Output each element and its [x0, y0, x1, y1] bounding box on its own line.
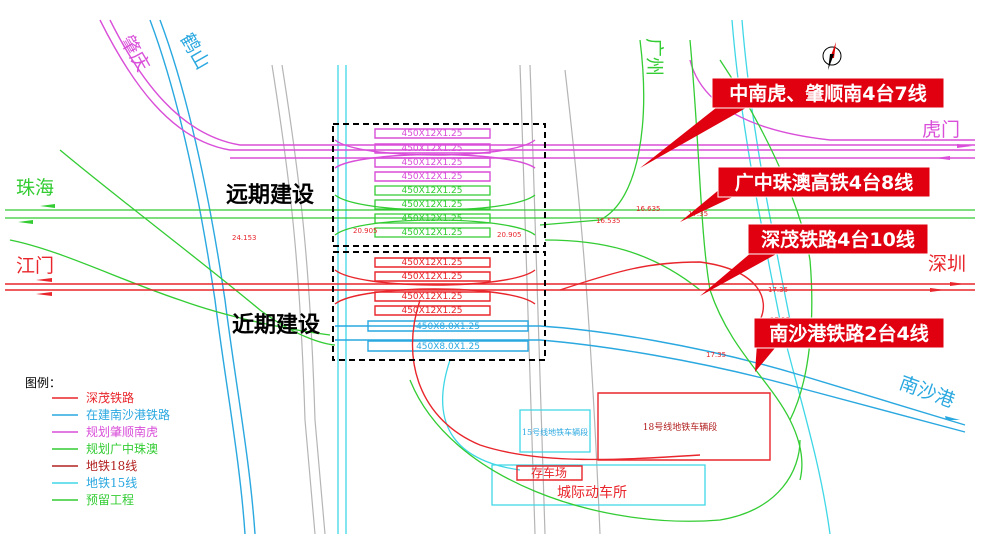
callout-4: 南沙港铁路2台4线	[753, 317, 945, 349]
near-phase-label: 近期建设	[232, 312, 320, 338]
annotation: 17.35	[688, 210, 708, 218]
metro15-depot-label: 15号线地铁车辆段	[522, 427, 588, 437]
city-label-humen: 虎门	[922, 119, 960, 141]
annotation: 24.153	[232, 234, 257, 242]
city-label-zhuhai: 珠海	[16, 177, 54, 199]
far-phase-box	[332, 123, 546, 247]
city-label-shenzhen: 深圳	[928, 253, 966, 275]
storage-yard-label: 存车场	[531, 465, 567, 480]
callout-3: 深茂铁路4台10线	[747, 223, 929, 255]
platform-label: 450X12X1.25	[401, 228, 462, 238]
platform-label: 450X8.0X1.25	[416, 342, 480, 352]
platform-label: 450X12X1.25	[401, 172, 462, 182]
legend: 图例： 深茂铁路 在建南沙港铁路 规划肇顺南虎 规划广中珠澳 地铁18线 地铁1…	[25, 376, 170, 507]
legend-item: 深茂铁路	[86, 390, 134, 405]
metro18-depot-label: 18号线地铁车辆段	[643, 421, 717, 433]
callout-label: 广中珠澳高铁4台8线	[735, 171, 913, 194]
legend-item: 在建南沙港铁路	[86, 407, 170, 422]
callout-2: 广中珠澳高铁4台8线	[717, 166, 931, 198]
existing-grey-lines	[271, 64, 601, 534]
annotation: 20.905	[497, 231, 522, 239]
platform-label: 450X12X1.25	[401, 214, 462, 224]
legend-item: 地铁15线	[86, 476, 137, 490]
platform-label: 450X12X1.25	[401, 129, 462, 139]
city-label-guangzhou: 广州	[643, 38, 665, 76]
city-label-heshan: 鹤山	[176, 30, 214, 74]
city-label-jiangmen: 江门	[16, 255, 54, 277]
platform-label: 450X12X1.25	[401, 158, 462, 168]
callout-label: 深茂铁路4台10线	[761, 228, 915, 251]
legend-item: 预留工程	[86, 492, 134, 507]
compass-icon	[822, 42, 842, 70]
legend-item: 规划广中珠澳	[86, 441, 158, 456]
annotation: 17.35	[768, 286, 788, 294]
platform-label: 450X12X1.25	[401, 292, 462, 302]
far-phase-label: 远期建设	[226, 183, 314, 208]
legend-item: 规划肇顺南虎	[86, 424, 158, 439]
callout-1: 中南虎、肇顺南4台7线	[711, 77, 945, 109]
intercity-depot-label: 城际动车所	[557, 484, 627, 501]
legend-title: 图例：	[25, 376, 61, 390]
annotation: 16.535	[596, 217, 621, 225]
nanshagang-lines	[149, 19, 966, 534]
platform-label: 450X12X1.25	[401, 306, 462, 316]
shenmao-lines	[5, 257, 975, 481]
zhaoshunnanhu-lines	[99, 19, 975, 182]
platform-label: 450X12X1.25	[401, 144, 462, 154]
platform-label: 450X12X1.25	[401, 186, 462, 196]
callout-label: 中南虎、肇顺南4台7线	[729, 82, 926, 105]
callout-label: 南沙港铁路2台4线	[769, 322, 928, 345]
platform-labels: 450X12X1.25 450X12X1.25 450X12X1.25 450X…	[401, 129, 479, 352]
annotation: 16.635	[636, 205, 661, 213]
annotation: 20.905	[353, 227, 378, 235]
city-label-nanshagang: 南沙港	[896, 372, 957, 412]
city-label-zhaoqing: 肇庆	[116, 32, 154, 76]
guangzhongzhuao-lines	[5, 39, 975, 522]
platform-label: 450X12X1.25	[401, 258, 462, 268]
platform-label: 450X12X1.25	[401, 272, 462, 282]
annotation: 17.35	[706, 351, 726, 359]
near-phase-box	[332, 251, 546, 361]
legend-item: 地铁18线	[86, 459, 137, 473]
direction-arrows	[18, 144, 972, 420]
platform-label: 450X12X1.25	[401, 200, 462, 210]
platform-label: 450X8.0X1.25	[416, 322, 480, 332]
